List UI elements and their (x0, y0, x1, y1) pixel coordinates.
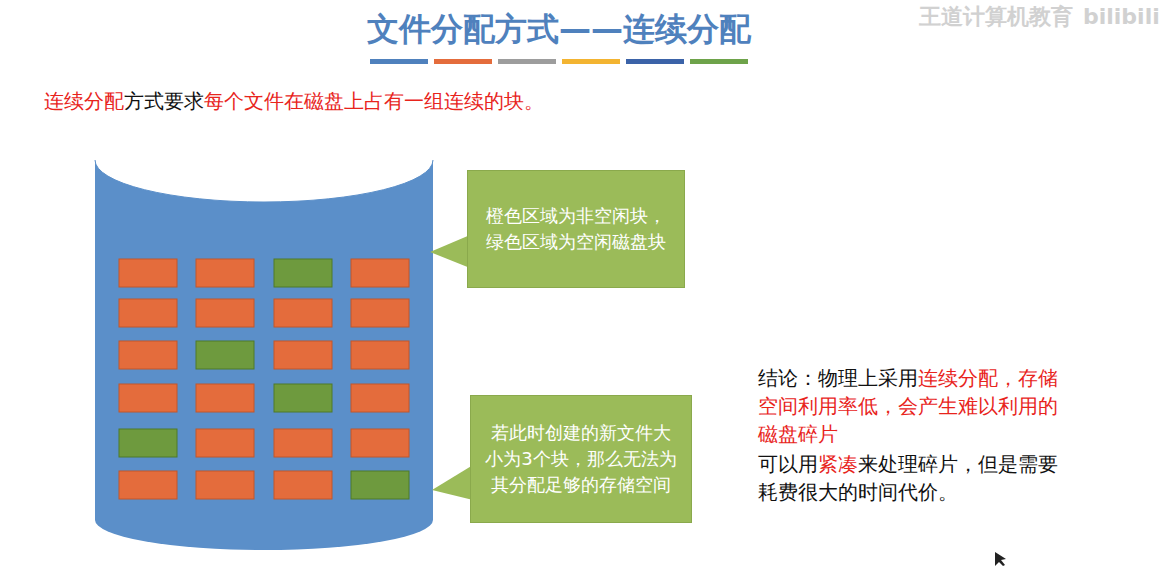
title-block: 文件分配方式——连续分配 (367, 8, 751, 52)
intro-text: 每个文件在磁盘上占有一组连续的块。 (204, 89, 544, 113)
used-block (119, 471, 177, 499)
callout-tail (430, 235, 470, 268)
watermark-text: bilibili (1083, 4, 1160, 29)
callout-box: 若此时创建的新文件大小为3个块，那么无法为其分配足够的存储空间 (470, 395, 692, 523)
used-block (351, 429, 409, 457)
title: 文件分配方式——连续分配 (367, 10, 751, 48)
disk-cylinder (95, 118, 433, 550)
free-block (196, 341, 254, 369)
used-block (119, 341, 177, 369)
used-block (119, 299, 177, 327)
disk-blocks (119, 259, 409, 499)
used-block (274, 299, 332, 327)
used-block (351, 341, 409, 369)
free-block (274, 259, 332, 287)
used-block (274, 429, 332, 457)
watermark-text: 王道计算机教育 (919, 4, 1073, 29)
watermark: 王道计算机教育 bilibili (919, 2, 1160, 32)
used-block (274, 341, 332, 369)
conclusion-text: 可以用 (758, 452, 818, 476)
title-underline (370, 59, 748, 64)
used-block (196, 429, 254, 457)
used-block (196, 384, 254, 412)
used-block (119, 259, 177, 287)
free-block (351, 471, 409, 499)
used-block (196, 259, 254, 287)
intro-line: 连续分配方式要求每个文件在磁盘上占有一组连续的块。 (44, 88, 544, 115)
used-block (351, 299, 409, 327)
free-block (274, 384, 332, 412)
callout-tail (432, 465, 473, 500)
intro-text: 方式要求 (124, 89, 204, 113)
conclusion-text: 结论：物理上采用 (758, 366, 918, 390)
used-block (119, 384, 177, 412)
used-block (274, 471, 332, 499)
callout-text: 橙色区域为非空闲块，绿色区域为空闲磁盘块 (482, 203, 670, 255)
intro-text: 连续分配 (44, 89, 124, 113)
conclusion-text: 紧凑 (818, 452, 858, 476)
conclusion-text: 结论：物理上采用连续分配，存储空间利用率低，会产生难以利用的磁盘碎片 (758, 364, 1058, 448)
callout-box: 橙色区域为非空闲块，绿色区域为空闲磁盘块 (467, 170, 685, 288)
callout-text: 若此时创建的新文件大小为3个块，那么无法为其分配足够的存储空间 (485, 420, 677, 498)
free-block (119, 429, 177, 457)
used-block (351, 259, 409, 287)
conclusion-text: 可以用紧凑来处理碎片，但是需要耗费很大的时间代价。 (758, 450, 1058, 506)
mouse-cursor (995, 552, 1006, 566)
used-block (351, 384, 409, 412)
used-block (196, 299, 254, 327)
used-block (196, 471, 254, 499)
